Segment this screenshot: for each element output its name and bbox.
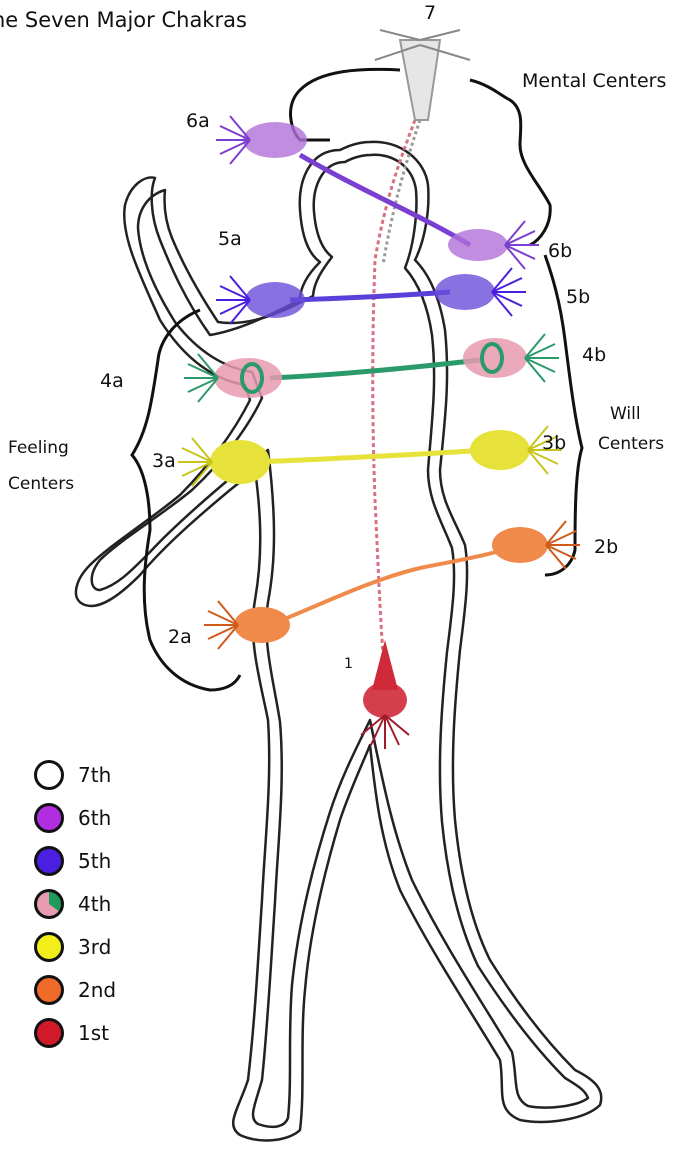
legend-label: 7th <box>78 763 111 787</box>
chakra-5b-head <box>435 268 526 316</box>
label-2a: 2a <box>168 626 192 648</box>
chakra-2b-head <box>492 521 580 569</box>
label-feeling: Feeling <box>8 438 69 458</box>
legend-swatch <box>34 803 64 833</box>
chakra-5a-head <box>216 276 305 324</box>
legend-item: 2nd <box>34 973 116 1007</box>
legend-item: 3rd <box>34 930 111 964</box>
label-2b: 2b <box>594 536 618 558</box>
legend-label: 4th <box>78 892 111 916</box>
chakra-4a-head <box>184 354 282 402</box>
chakra-3-line <box>250 450 490 462</box>
legend-swatch <box>34 889 64 919</box>
legend-label: 2nd <box>78 978 116 1002</box>
label-6b: 6b <box>548 240 572 262</box>
legend-item: 6th <box>34 801 111 835</box>
label-will-centers: Centers <box>598 434 664 454</box>
label-feeling-centers: Centers <box>8 474 74 494</box>
label-1: 1 <box>344 656 353 672</box>
label-7: 7 <box>424 2 436 24</box>
legend-item: 4th <box>34 887 111 921</box>
legend-swatch <box>34 760 64 790</box>
chakra-6-line <box>300 155 470 245</box>
label-4a: 4a <box>100 370 124 392</box>
legend-label: 3rd <box>78 935 111 959</box>
chakra-3a-head <box>178 438 270 486</box>
label-3a: 3a <box>152 450 176 472</box>
label-4b: 4b <box>582 344 606 366</box>
chakra-2a-head <box>204 601 290 649</box>
legend-swatch <box>34 846 64 876</box>
chakra-2-line <box>270 545 520 625</box>
diagram-title: he Seven Major Chakras <box>0 8 247 32</box>
legend-item: 7th <box>34 758 111 792</box>
chakra-6a-head <box>216 116 307 164</box>
legend-label: 5th <box>78 849 111 873</box>
label-6a: 6a <box>186 110 210 132</box>
chakra-1-head <box>361 640 409 749</box>
label-5b: 5b <box>566 286 590 308</box>
legend-item: 5th <box>34 844 111 878</box>
label-3b: 3b <box>542 432 566 454</box>
legend-swatch <box>34 932 64 962</box>
legend-item: 1st <box>34 1016 109 1050</box>
chakra-6b-head <box>448 221 539 269</box>
legend-swatch <box>34 975 64 1005</box>
legend-label: 6th <box>78 806 111 830</box>
legend-label: 1st <box>78 1021 109 1045</box>
legend-swatch <box>34 1018 64 1048</box>
label-will: Will <box>610 404 641 424</box>
chakra-4b-head <box>463 334 559 382</box>
chakra-7-crown <box>375 30 470 120</box>
label-5a: 5a <box>218 228 242 250</box>
chakra-4-line <box>270 360 480 378</box>
label-mental-centers: Mental Centers <box>522 70 666 92</box>
